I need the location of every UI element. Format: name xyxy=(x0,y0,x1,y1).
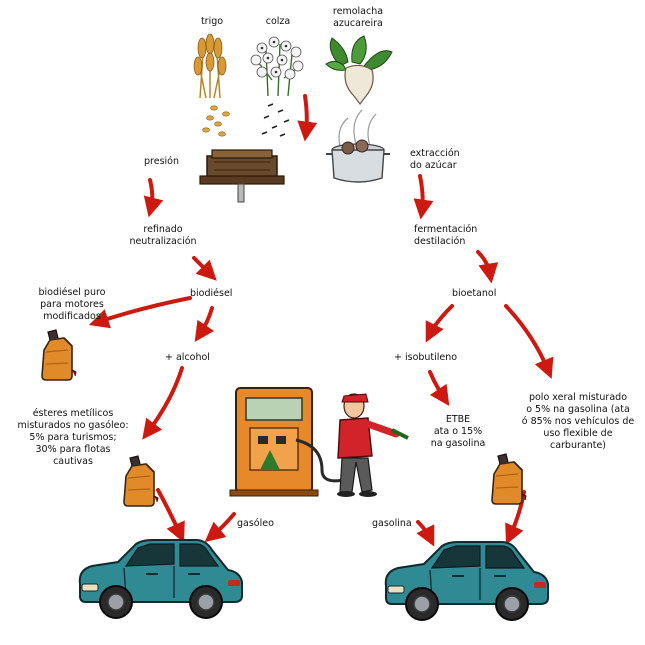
arrow-ferment xyxy=(476,250,499,284)
sugar-beet-icon xyxy=(325,35,393,105)
arrow-gasoline-car xyxy=(416,520,435,547)
car-gasoline xyxy=(384,541,549,621)
arrow-ethanol-isobutylene xyxy=(425,304,454,343)
step-sugar-extraction: extracción do azúcar xyxy=(410,148,460,171)
use-ethanol-blend: polo xeral misturado o 5% na gasolina (a… xyxy=(521,392,635,451)
crop-label-rapeseed: colza xyxy=(265,16,291,27)
product-biodiesel: biodiésel xyxy=(190,288,233,299)
use-pure-biodiesel: biodiésel puro para motores modificados xyxy=(38,287,106,322)
arrow-crops-down xyxy=(297,94,318,142)
fuel-diesel: gasóleo xyxy=(237,518,274,529)
fuel-canister-icon xyxy=(41,329,77,381)
crop-label-sugar-beet: remolacha azucareira xyxy=(332,6,384,29)
arrow-isobutylene-etbe xyxy=(428,370,450,406)
arrow-biodiesel-alcohol xyxy=(194,306,215,342)
additive-isobutylene: + isobutileno xyxy=(394,352,458,363)
step-fermentation: fermentación destilación xyxy=(414,224,478,247)
arrow-extract xyxy=(413,174,434,220)
fuel-pump-icon xyxy=(229,387,345,497)
arrow-diesel-car xyxy=(204,512,236,543)
product-bioethanol: bioetanol xyxy=(452,288,497,299)
arrow-ethanol-blend xyxy=(504,304,554,379)
arrow-biodiesel-pure xyxy=(88,296,192,329)
arrow-refine xyxy=(192,256,217,281)
car-diesel xyxy=(78,539,243,619)
step-pressing: presión xyxy=(144,156,179,167)
oil-press-icon xyxy=(199,149,285,203)
additive-alcohol: + alcohol xyxy=(165,352,210,363)
attendant-icon xyxy=(337,393,409,497)
fuel-canister-icon xyxy=(491,453,527,505)
wheat-icon xyxy=(193,33,230,137)
arrow-alcohol-esters xyxy=(142,366,184,440)
rapeseed-icon xyxy=(250,36,304,137)
arrow-press-left xyxy=(143,178,164,218)
crop-label-wheat: trigo xyxy=(200,16,224,27)
use-etbe: ETBE ata o 15% na gasolina xyxy=(430,414,486,449)
step-refining: refinado neutralización xyxy=(129,224,197,247)
use-methyl-esters: ésteres metílicos misturados no gasóleo:… xyxy=(17,408,129,467)
fuel-gasoline: gasolina xyxy=(372,518,412,529)
arrow-esters-car xyxy=(156,488,185,543)
cooking-pot-icon xyxy=(326,109,390,183)
